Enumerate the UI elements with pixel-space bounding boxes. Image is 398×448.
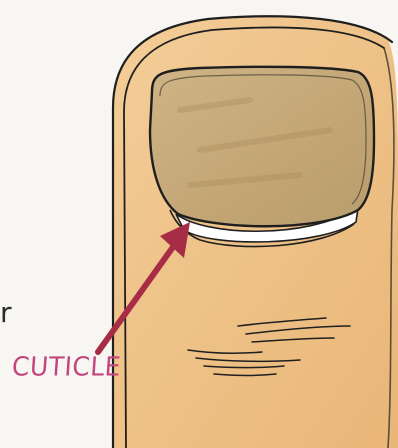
edge-mark: r [0,296,12,329]
cuticle-label: CUTICLE [11,351,122,381]
nail-plate [150,67,374,226]
